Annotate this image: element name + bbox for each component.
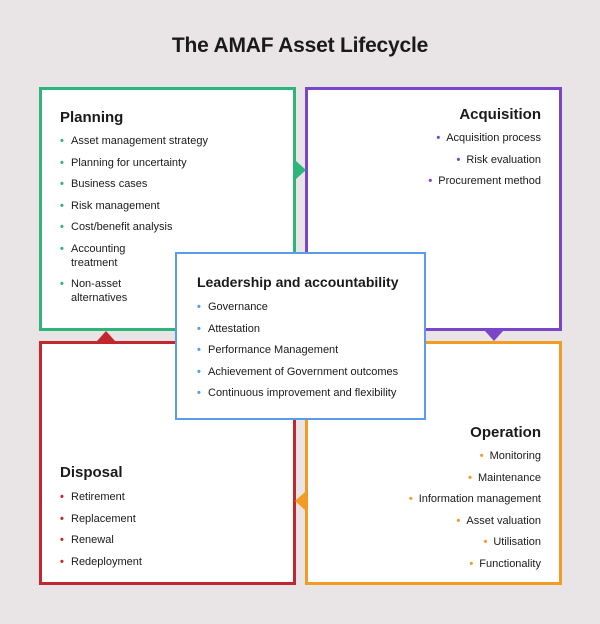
list-item: •Continuous improvement and flexibility bbox=[197, 387, 397, 399]
bullet-icon: • bbox=[60, 534, 64, 546]
bullet-icon: • bbox=[60, 135, 64, 147]
disposal-heading: Disposal bbox=[60, 464, 123, 481]
list-item: •Monitoring bbox=[479, 450, 541, 462]
bullet-icon: • bbox=[197, 301, 201, 313]
arrow-left-icon bbox=[295, 492, 305, 510]
bullet-icon: • bbox=[456, 153, 461, 166]
bullet-icon: • bbox=[60, 221, 64, 233]
bullet-icon: • bbox=[479, 450, 484, 462]
bullet-icon: • bbox=[60, 242, 64, 255]
list-item: •Performance Management bbox=[197, 344, 339, 356]
list-item: •Governance bbox=[197, 301, 268, 313]
list-item: •Utilisation bbox=[483, 536, 541, 548]
list-item: •Renewal bbox=[60, 534, 114, 546]
bullet-icon: • bbox=[60, 512, 64, 525]
list-item: •Acquisition process bbox=[436, 132, 541, 144]
list-item: •Accounting treatment bbox=[60, 242, 126, 269]
list-item: •Redeployment bbox=[60, 555, 142, 568]
diagram-title: The AMAF Asset Lifecycle bbox=[171, 34, 429, 57]
list-item: •Risk management bbox=[60, 199, 160, 212]
acquisition-list: •Acquisition process •Risk evaluation •P… bbox=[321, 131, 541, 196]
list-item: •Retirement bbox=[60, 491, 125, 503]
disposal-list: •Retirement •Replacement •Renewal •Redep… bbox=[60, 490, 260, 576]
arrow-right-icon bbox=[296, 161, 306, 179]
bullet-icon: • bbox=[408, 493, 413, 505]
list-item: •Information management bbox=[408, 493, 541, 505]
list-item: •Risk evaluation bbox=[456, 153, 541, 166]
bullet-icon: • bbox=[60, 278, 64, 290]
bullet-icon: • bbox=[197, 387, 201, 399]
list-item: •Achievement of Government outcomes bbox=[197, 365, 399, 378]
leadership-heading: Leadership and accountability bbox=[197, 274, 399, 290]
list-item: •Non-asset alternatives bbox=[60, 278, 128, 304]
bullet-icon: • bbox=[428, 175, 433, 187]
bullet-icon: • bbox=[60, 156, 64, 169]
list-item: •Attestation bbox=[197, 322, 260, 335]
list-item: •Replacement bbox=[60, 512, 136, 525]
bullet-icon: • bbox=[60, 178, 64, 190]
list-item: •Procurement method bbox=[428, 175, 541, 187]
bullet-icon: • bbox=[197, 365, 201, 378]
operation-list: •Monitoring •Maintenance •Information ma… bbox=[311, 449, 541, 578]
leadership-list: •Governance •Attestation •Performance Ma… bbox=[197, 300, 422, 408]
operation-heading: Operation bbox=[470, 424, 541, 441]
list-item: •Planning for uncertainty bbox=[60, 156, 187, 169]
bullet-icon: • bbox=[197, 344, 201, 356]
bullet-icon: • bbox=[469, 557, 474, 570]
bullet-icon: • bbox=[456, 514, 461, 527]
arrow-up-icon bbox=[97, 331, 115, 341]
planning-heading: Planning bbox=[60, 109, 124, 126]
list-item: •Asset valuation bbox=[456, 514, 541, 527]
list-item: •Asset management strategy bbox=[60, 135, 208, 147]
arrow-down-icon bbox=[485, 331, 503, 341]
list-item: •Business cases bbox=[60, 178, 148, 190]
bullet-icon: • bbox=[197, 322, 201, 335]
planning-list: •Asset management strategy •Planning for… bbox=[60, 134, 240, 313]
bullet-icon: • bbox=[468, 471, 472, 484]
bullet-icon: • bbox=[436, 132, 441, 144]
bullet-icon: • bbox=[60, 555, 64, 568]
list-item: •Maintenance bbox=[468, 471, 541, 484]
planning-box: Planning •Asset management strategy •Pla… bbox=[39, 87, 296, 331]
leadership-box: Leadership and accountability •Governanc… bbox=[175, 252, 426, 420]
list-item: •Cost/benefit analysis bbox=[60, 221, 173, 233]
acquisition-heading: Acquisition bbox=[459, 106, 541, 123]
list-item: •Functionality bbox=[469, 557, 541, 570]
bullet-icon: • bbox=[483, 536, 488, 548]
bullet-icon: • bbox=[60, 491, 64, 503]
bullet-icon: • bbox=[60, 199, 64, 212]
